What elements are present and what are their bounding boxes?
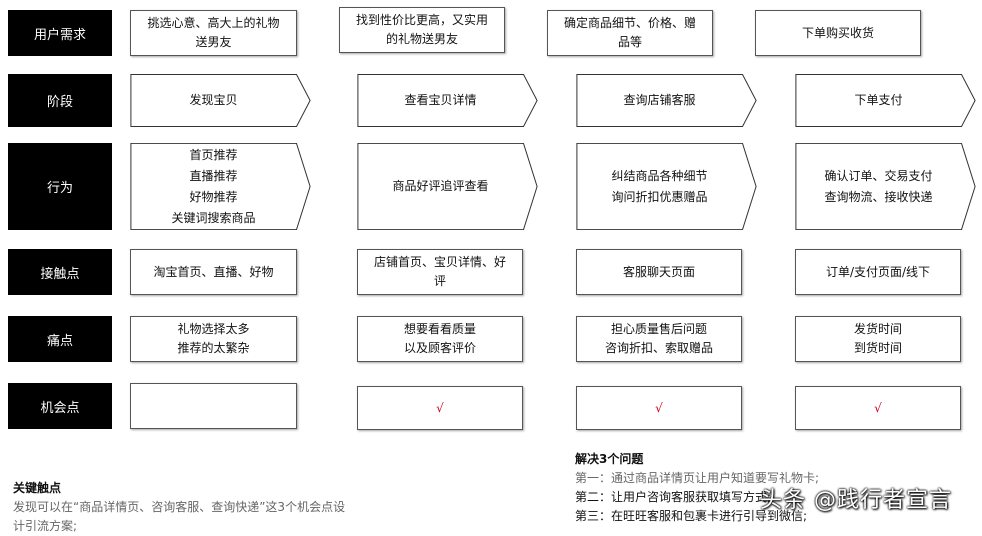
stage-arrow: 下单支付 [795, 74, 976, 127]
opportunity-box: √ [357, 386, 523, 430]
row-label-opportunity: 机会点 [8, 383, 112, 429]
opportunity-box: √ [576, 386, 742, 430]
stage-arrow: 查询店铺客服 [576, 74, 757, 127]
watermark: 头条 @践行者宣言 [760, 488, 952, 513]
key-touch-note: 关键触点发现可以在“商品详情页、咨询客服、查询快递”这3个机会点设 计引流方案; [13, 460, 393, 536]
need-box: 确定商品细节、价格、赠 品等 [547, 10, 713, 56]
behavior-arrow: 纠结商品各种细节 询问折扣优惠赠品 [576, 143, 757, 230]
check-icon: √ [874, 400, 882, 415]
need-box: 下单购买收货 [755, 10, 921, 56]
opportunity-box [130, 383, 297, 429]
behavior-arrow: 确认订单、交易支付 查询物流、接收快递 [795, 143, 976, 230]
stage-label: 查看宝贝详情 [404, 93, 477, 107]
stage-label: 发现宝贝 [189, 93, 238, 107]
solve-note: 解决3个问题 第一：通过商品详情页让用户知道要写礼物卡; 第二：让用户咨询客服获… [575, 450, 875, 526]
row-label-stage: 阶段 [8, 74, 112, 127]
key-touch-text: 发现可以在“商品详情页、咨询客服、查询快递”这3个机会点设 计引流方案; [13, 500, 346, 533]
stage-label: 下单支付 [854, 93, 903, 107]
behavior-label: 纠结商品各种细节 询问折扣优惠赠品 [611, 168, 708, 204]
stage-arrow: 发现宝贝 [130, 74, 311, 127]
opportunity-box: √ [795, 386, 961, 430]
pain-box: 礼物选择太多 推荐的太繁杂 [130, 316, 297, 362]
stage-arrow: 查看宝贝详情 [357, 74, 538, 127]
check-icon: √ [436, 400, 444, 415]
solve-line: 第三：在旺旺客服和包裹卡进行引导到微信; [575, 509, 808, 523]
solve-line: 第二：让用户咨询客服获取填写方式; [575, 490, 772, 504]
behavior-arrow: 商品好评追评查看 [357, 143, 538, 230]
pain-box: 想要看看质量 以及顾客评价 [357, 316, 523, 362]
solve-title: 解决3个问题 [575, 452, 644, 466]
row-label-pain: 痛点 [8, 316, 112, 362]
pain-box: 发货时间 到货时间 [795, 316, 961, 362]
row-label-behavior: 行为 [8, 143, 112, 230]
solve-line: 第一：通过商品详情页让用户知道要写礼物卡; [575, 471, 820, 485]
behavior-label: 商品好评追评查看 [392, 179, 489, 193]
touchpoint-box: 淘宝首页、直播、好物 [130, 249, 297, 295]
behavior-label: 确认订单、交易支付 查询物流、接收快递 [824, 168, 933, 204]
check-icon: √ [655, 400, 663, 415]
need-box: 找到性价比更高，又实用 的礼物送男友 [339, 7, 505, 53]
key-touch-title: 关键触点 [13, 481, 62, 495]
pain-box: 担心质量售后问题 咨询折扣、索取赠品 [576, 316, 742, 362]
behavior-label: 首页推荐 直播推荐 好物推荐 关键词搜索商品 [171, 147, 256, 225]
stage-label: 查询店铺客服 [623, 93, 696, 107]
need-box: 挑选心意、高大上的礼物 送男友 [130, 10, 297, 56]
touchpoint-box: 客服聊天页面 [576, 249, 742, 295]
touchpoint-box: 订单/支付页面/线下 [795, 249, 961, 295]
row-label-needs: 用户需求 [8, 10, 112, 56]
row-label-touchpoint: 接触点 [8, 249, 112, 295]
behavior-arrow: 首页推荐 直播推荐 好物推荐 关键词搜索商品 [130, 143, 311, 230]
touchpoint-box: 店铺首页、宝贝详情、好 评 [357, 249, 523, 295]
